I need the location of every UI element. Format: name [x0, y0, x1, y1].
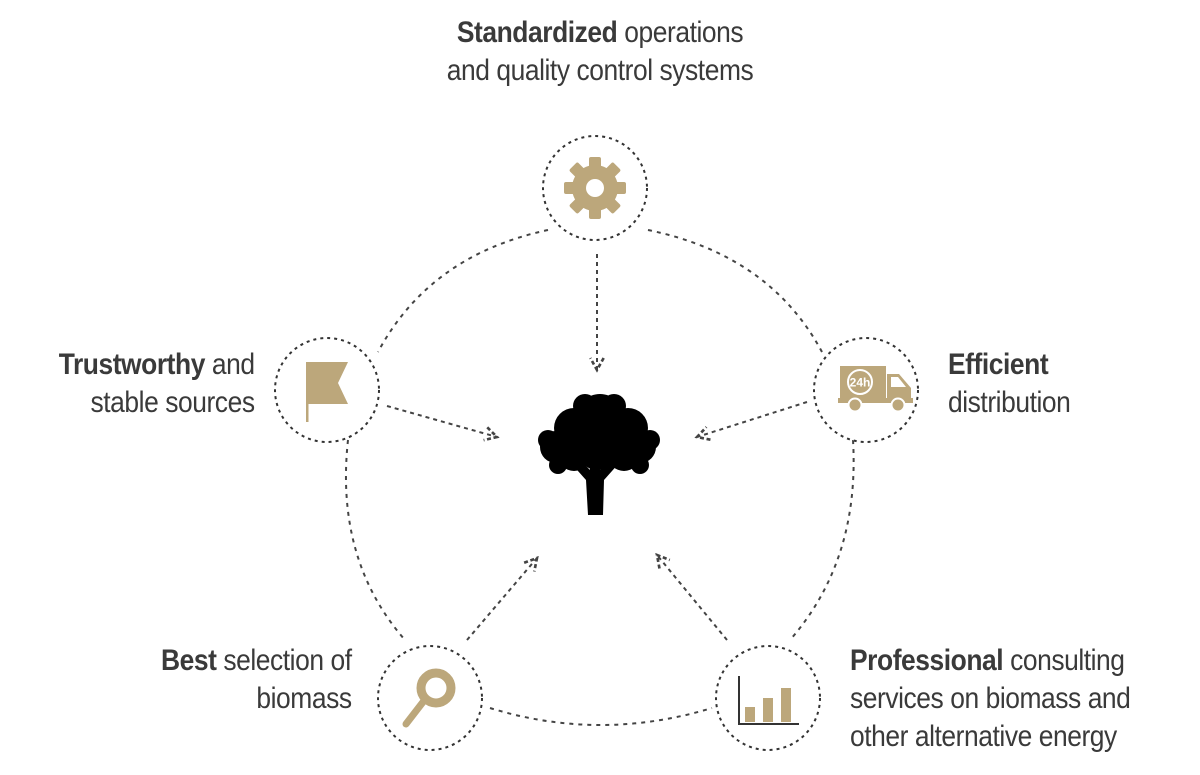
label-line: and quality control systems — [446, 54, 754, 87]
label-rest: consulting — [1003, 644, 1125, 677]
label-bold: Best — [161, 644, 217, 677]
label-rest: and — [205, 348, 255, 381]
truck-24h-badge: 24h — [850, 376, 871, 390]
tree-icon — [538, 394, 660, 515]
arrow-from-bottom-right — [657, 555, 728, 641]
flag-icon — [306, 362, 348, 422]
outer-ring — [345, 229, 855, 726]
label-professional-consulting: Professional consulting services on biom… — [850, 642, 1131, 756]
ring-arc-bottom — [489, 707, 713, 726]
label-rest: selection of — [216, 644, 353, 677]
delivery-truck-24h-icon: 24h — [838, 366, 913, 413]
label-line: Efficient — [948, 346, 1070, 384]
label-line: Best selection of — [161, 642, 352, 680]
arrow-from-left — [386, 405, 497, 437]
label-line: Professional consulting — [850, 642, 1130, 680]
label-line: Trustworthy and — [59, 346, 255, 384]
label-rest: operations — [617, 16, 744, 49]
label-bold: Professional — [850, 644, 1004, 677]
arrow-from-right — [697, 401, 808, 437]
label-line: other alternative energy — [850, 720, 1117, 753]
label-standardized-operations: Standardized operations and quality cont… — [362, 14, 837, 90]
label-bold: Efficient — [948, 348, 1049, 381]
magnifier-icon — [402, 668, 456, 728]
ring-arc-top-right — [647, 229, 823, 353]
arrow-from-bottom-left — [466, 558, 537, 641]
gear-icon — [564, 157, 626, 219]
label-line: distribution — [948, 386, 1071, 419]
label-line: biomass — [256, 682, 353, 715]
label-best-selection: Best selection of biomass — [161, 642, 352, 718]
label-line: services on biomass and — [850, 682, 1131, 715]
ring-arc-left-bottom — [345, 439, 406, 641]
ring-arc-right-bottom — [789, 439, 855, 641]
bar-chart-icon — [738, 676, 799, 725]
label-bold: Standardized — [456, 16, 618, 49]
ring-arc-top-left — [377, 229, 549, 353]
label-trustworthy-sources: Trustworthy and stable sources — [59, 346, 255, 422]
label-line: Standardized operations — [362, 14, 837, 52]
inward-arrows — [386, 254, 808, 641]
label-efficient-distribution: Efficient distribution — [948, 346, 1071, 422]
label-bold: Trustworthy — [59, 348, 206, 381]
label-line: stable sources — [90, 386, 256, 419]
